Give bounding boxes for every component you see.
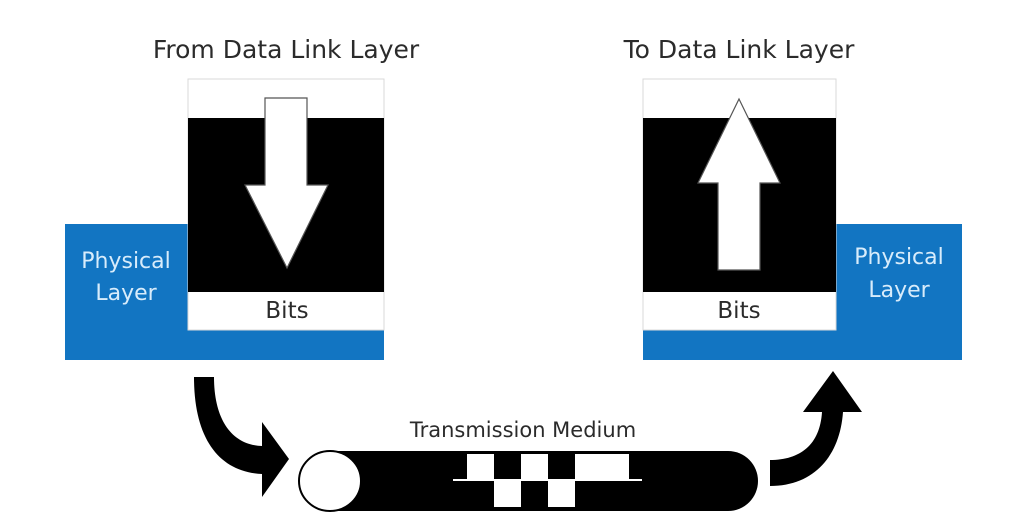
sender-stack: From Data Link Layer Physical Layer Bits <box>65 35 420 360</box>
curved-arrow-down-right-icon <box>194 377 289 497</box>
cable-end-cap <box>298 450 362 512</box>
signal-bit-5 <box>602 454 629 480</box>
receiver-heading: To Data Link Layer <box>623 35 855 64</box>
curved-arrow-up-right-icon <box>770 371 862 486</box>
up-arrow-icon <box>697 97 781 271</box>
signal-bit-2 <box>521 454 548 480</box>
down-arrow-icon <box>244 97 329 270</box>
signal-bit-1 <box>494 480 521 507</box>
receiver-stack: To Data Link Layer Physical Layer Bits <box>623 35 962 360</box>
receiver-bits-label: Bits <box>717 298 760 324</box>
sender-bits-label: Bits <box>265 298 308 324</box>
transmission-medium: Transmission Medium <box>298 418 758 512</box>
signal-bit-0 <box>467 454 494 480</box>
digital-signal-waveform <box>453 454 642 507</box>
transmission-medium-label: Transmission Medium <box>409 418 636 442</box>
sender-physical-label-line1: Physical <box>81 249 171 274</box>
sender-physical-label-line2: Layer <box>95 281 157 306</box>
sender-heading: From Data Link Layer <box>153 35 420 64</box>
receiver-physical-label-line2: Layer <box>868 278 930 303</box>
signal-bit-4 <box>575 454 602 480</box>
receiver-physical-label-line1: Physical <box>854 245 944 270</box>
signal-bit-3 <box>548 480 575 507</box>
